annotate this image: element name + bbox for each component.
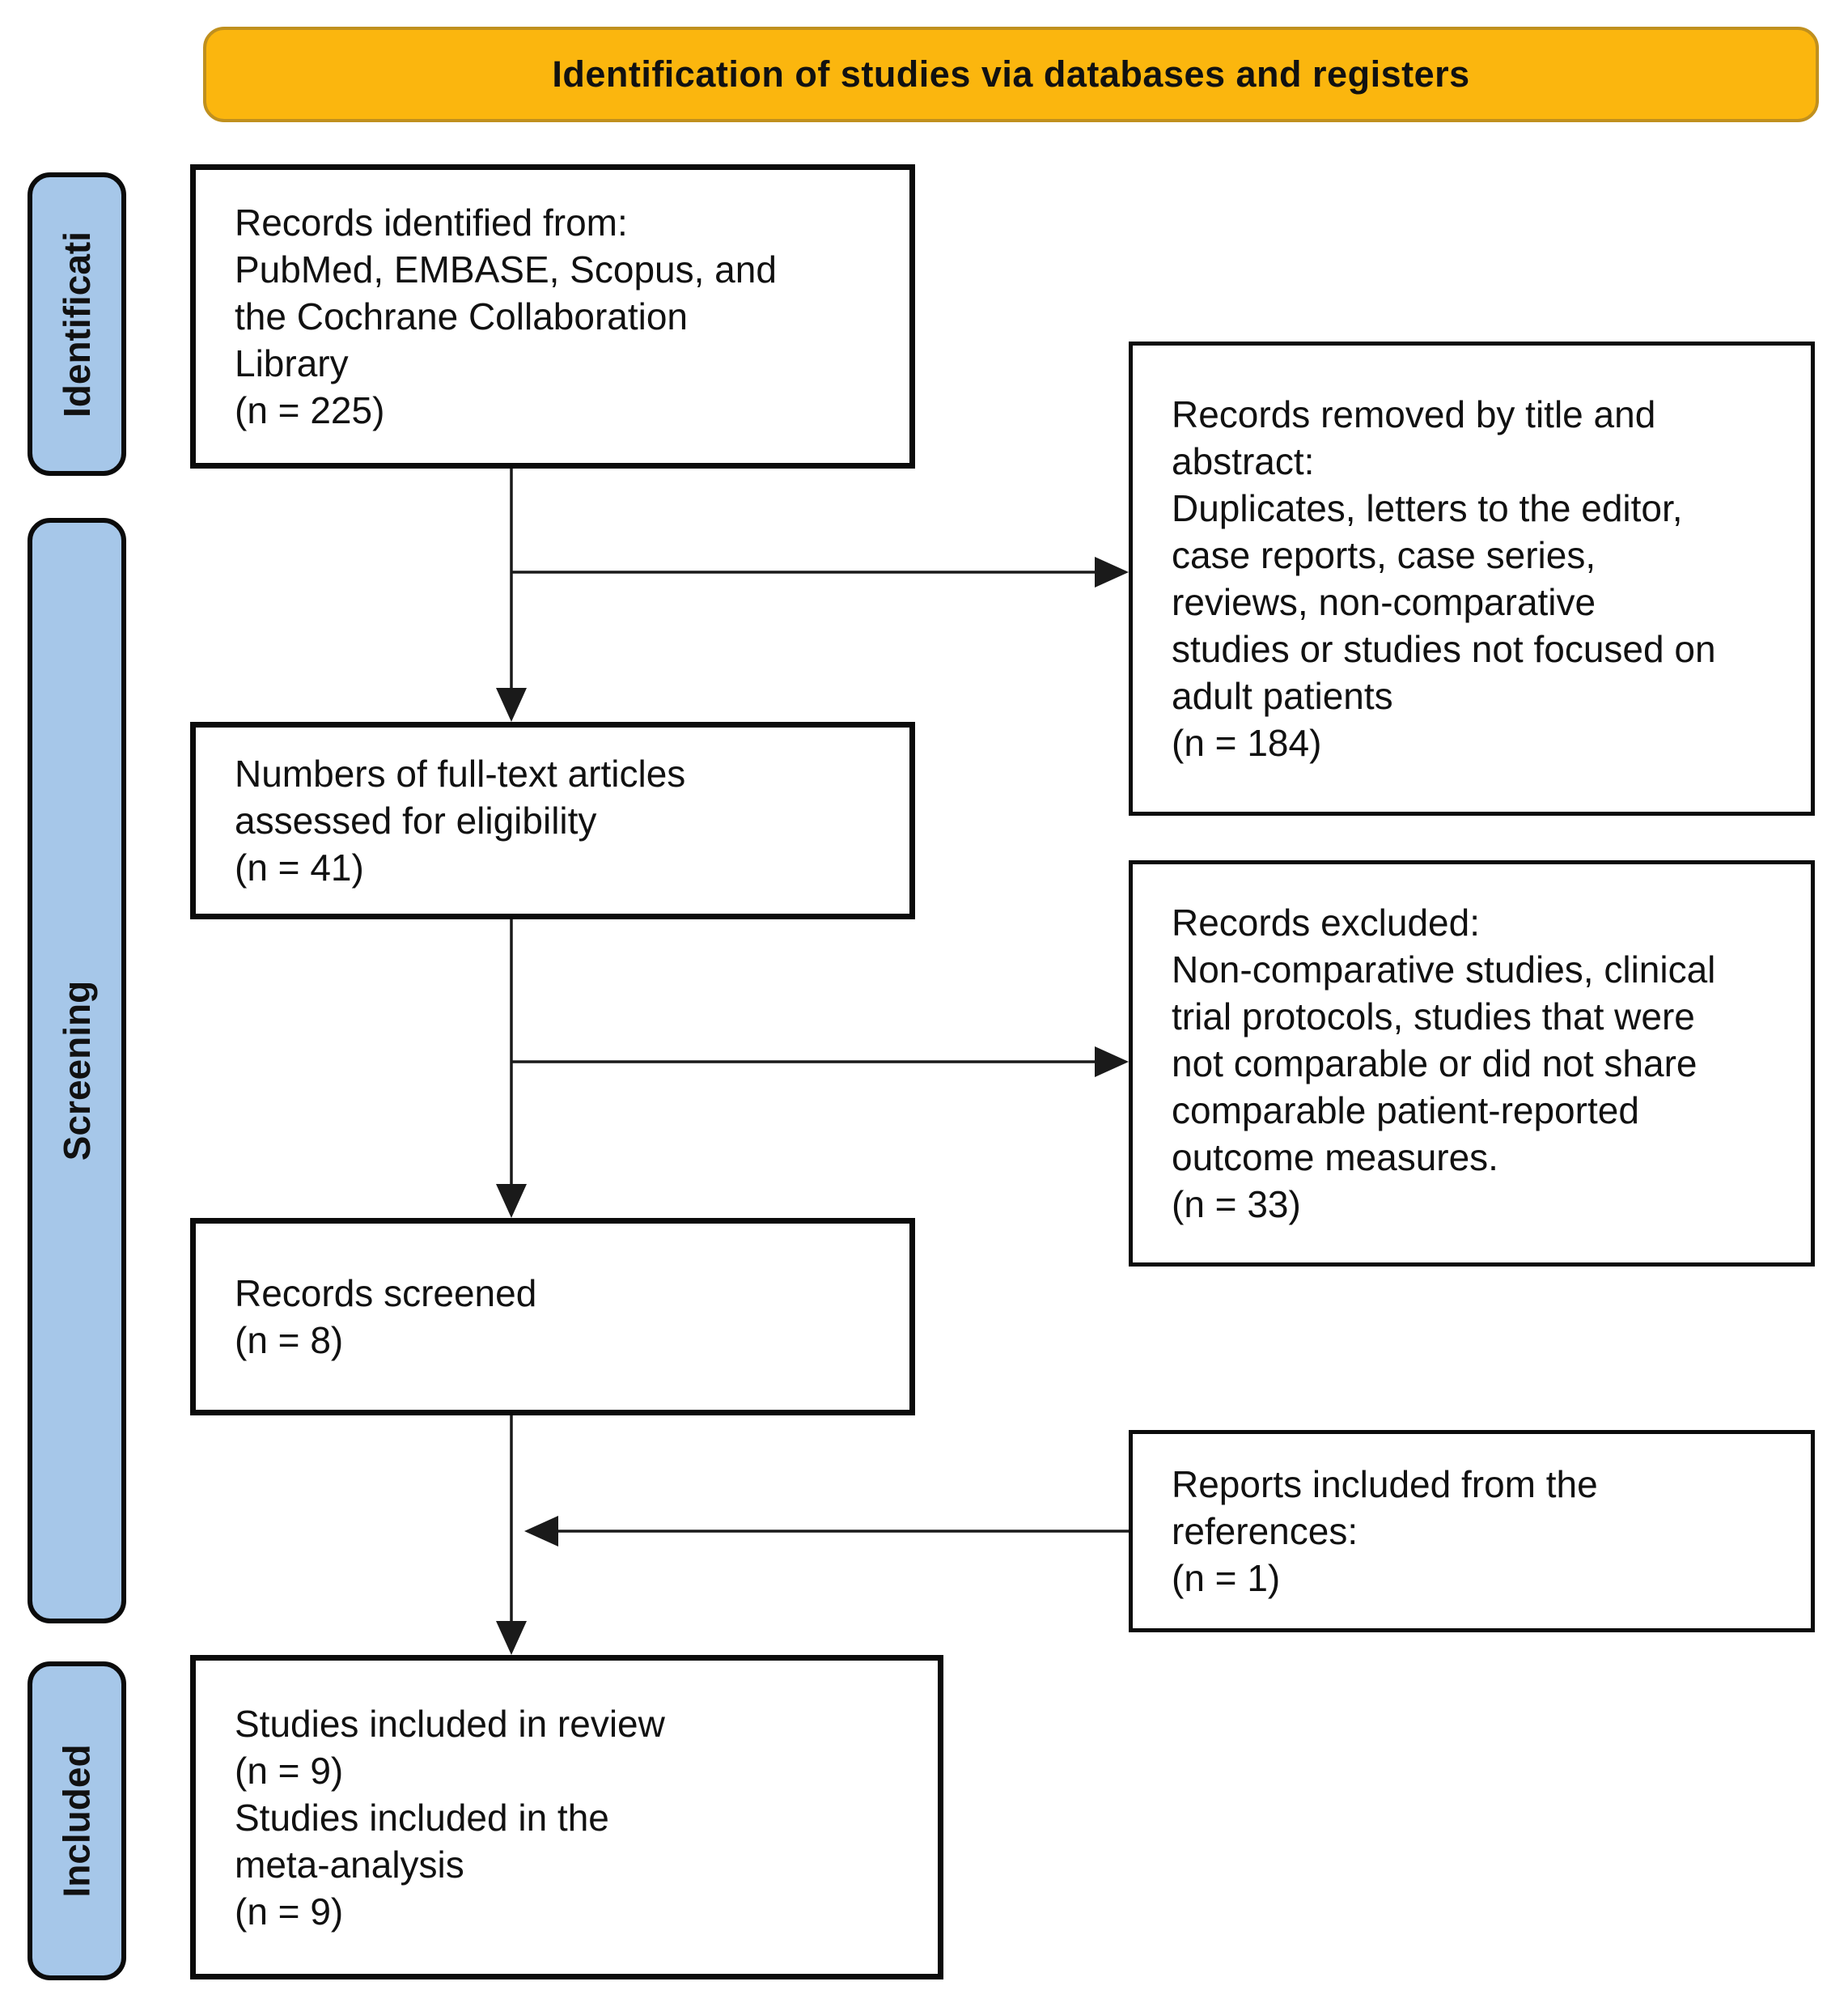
stage-included: Included [28,1661,126,1980]
box-fulltext-assessed: Numbers of full-text articles assessed f… [190,722,915,919]
stage-identification-label: Identificati [56,231,98,418]
box-records-screened: Records screened (n = 8) [190,1218,915,1415]
box-records-removed-text: Records removed by title and abstract: D… [1172,393,1716,764]
banner: Identification of studies via databases … [203,27,1819,122]
box-reports-references: Reports included from the references: (n… [1129,1430,1815,1632]
arrow-fulltext-to-screened [496,919,527,1218]
stage-identification: Identificati [28,172,126,476]
box-studies-included: Studies included in review (n = 9) Studi… [190,1655,943,1979]
stage-included-label: Included [56,1744,98,1898]
box-studies-included-text: Studies included in review (n = 9) Studi… [235,1702,665,1933]
box-records-identified: Records identified from: PubMed, EMBASE,… [190,164,915,469]
banner-title: Identification of studies via databases … [552,53,1470,95]
box-fulltext-assessed-text: Numbers of full-text articles assessed f… [235,753,686,889]
arrow-identified-to-removed [511,557,1129,588]
box-reports-references-text: Reports included from the references: (n… [1172,1463,1598,1599]
box-records-screened-text: Records screened (n = 8) [235,1272,537,1361]
arrow-references-to-flow [524,1516,1129,1547]
stage-screening-label: Screening [56,980,99,1161]
stage-screening: Screening [28,518,126,1623]
box-records-identified-text: Records identified from: PubMed, EMBASE,… [235,202,777,431]
box-records-removed: Records removed by title and abstract: D… [1129,342,1815,816]
box-records-excluded-text: Records excluded: Non-comparative studie… [1172,902,1716,1225]
arrow-identified-to-fulltext [496,469,527,722]
arrow-screened-to-included [496,1415,527,1655]
arrow-fulltext-to-excluded [511,1046,1129,1077]
box-records-excluded: Records excluded: Non-comparative studie… [1129,860,1815,1267]
